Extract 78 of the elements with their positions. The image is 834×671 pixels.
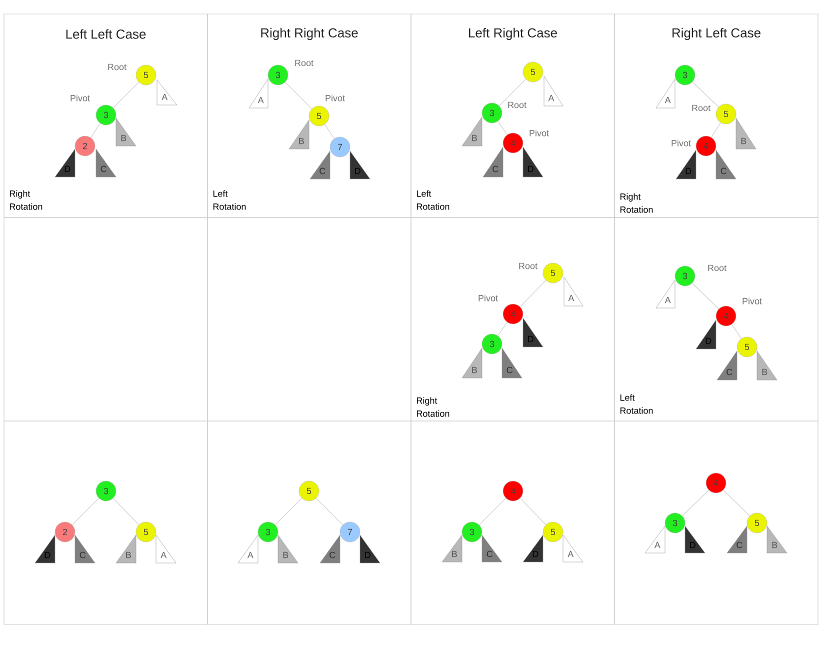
rotation-label: Left Rotation: [213, 190, 246, 210]
grid-cell: [4, 217, 208, 422]
grid-cell: [614, 420, 818, 625]
node-label: Pivot: [326, 94, 345, 102]
subtree-triangle: B: [766, 526, 788, 554]
rotation-label: Right Rotation: [416, 397, 450, 417]
rotation-label: Right Rotation: [620, 193, 653, 213]
tree-edge: [498, 322, 508, 336]
tree-edge: [284, 82, 312, 110]
node-label: Root: [295, 60, 314, 66]
tree-edge: [498, 121, 508, 135]
node-label: Pivot: [530, 130, 549, 136]
subtree-triangle: C: [320, 534, 340, 564]
tree-edge: [692, 82, 719, 108]
tree-edge: [498, 78, 526, 106]
grid-cell: [207, 217, 412, 422]
subtree-triangle: A: [562, 534, 584, 562]
subtree-triangle: B: [278, 534, 298, 564]
tree-edge: [711, 122, 721, 138]
node-label: Pivot: [672, 140, 691, 146]
node-label: Root: [519, 262, 538, 270]
subtree-triangle: B: [442, 534, 462, 562]
tree-edge: [723, 490, 750, 516]
subtree-triangle: C: [716, 150, 736, 180]
subtree-triangle: C: [482, 534, 502, 562]
subtree-triangle: C: [310, 150, 330, 180]
subtree-triangle: A: [656, 280, 676, 308]
subtree-triangle: B: [116, 118, 136, 146]
node-label: Root: [708, 264, 726, 272]
subtree-triangle: A: [248, 78, 268, 108]
tree-edge: [324, 124, 335, 139]
case-title: Right Left Case: [672, 28, 760, 40]
node-label: Root: [692, 104, 710, 112]
tree-edge: [112, 498, 140, 525]
subtree-triangle: A: [564, 276, 584, 306]
subtree-triangle: B: [756, 350, 778, 380]
tree-edge: [520, 498, 546, 525]
rotation-label: Left Rotation: [416, 190, 450, 210]
tree-edge: [478, 498, 506, 526]
tree-edge: [520, 280, 546, 307]
tree-edge: [274, 498, 302, 526]
grid-cell: [410, 420, 615, 625]
subtree-triangle: B: [288, 120, 310, 150]
subtree-triangle: B: [462, 116, 482, 146]
subtree-triangle: A: [156, 534, 176, 564]
rotation-label: Left Rotation: [620, 394, 653, 414]
node-label: Pivot: [742, 298, 762, 304]
subtree-triangle: C: [74, 534, 96, 564]
tree-edge: [692, 282, 719, 310]
subtree-triangle: B: [116, 534, 136, 564]
subtree-triangle: C: [482, 146, 504, 178]
subtree-triangle: A: [644, 526, 666, 554]
tree-edge: [90, 123, 101, 138]
tree-edge: [731, 324, 742, 339]
subtree-triangle: C: [726, 526, 748, 554]
subtree-triangle: A: [544, 76, 564, 106]
grid-cell: [207, 420, 412, 625]
subtree-triangle: C: [96, 148, 116, 178]
grid-cell: [4, 420, 208, 625]
tree-edge: [72, 498, 100, 526]
node-label: Pivot: [70, 94, 90, 102]
tree-edge: [682, 490, 710, 516]
node-label: Pivot: [478, 294, 498, 302]
node-label: Root: [508, 102, 526, 108]
tree-edge: [316, 498, 344, 526]
case-title: Right Right Case: [261, 28, 358, 40]
case-title: Left Left Case: [66, 29, 146, 39]
subtree-triangle: B: [736, 118, 756, 150]
subtree-triangle: A: [238, 534, 258, 564]
tree-edge: [112, 82, 140, 108]
subtree-triangle: A: [156, 80, 178, 106]
node-label: Root: [108, 64, 126, 70]
subtree-triangle: C: [716, 350, 738, 380]
subtree-triangle: A: [656, 78, 676, 108]
case-title: Left Right Case: [469, 28, 557, 40]
rotation-label: Right Rotation: [10, 190, 42, 210]
subtree-triangle: B: [462, 348, 482, 378]
subtree-triangle: C: [502, 348, 522, 378]
